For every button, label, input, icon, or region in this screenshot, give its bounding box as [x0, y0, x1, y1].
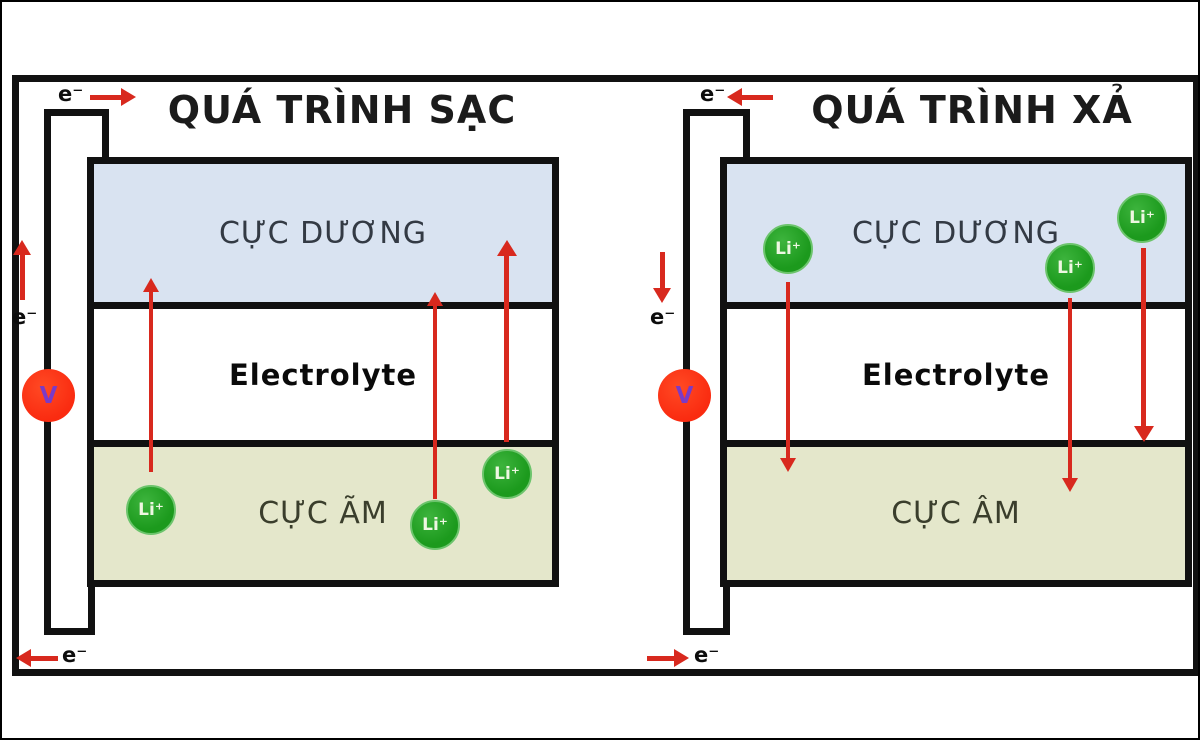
ion-flow-arrow [504, 254, 509, 442]
battery-cell: CỰC DƯƠNG Electrolyte CỰC ÂM [720, 157, 1192, 587]
circuit-wire-top [683, 109, 750, 116]
electron-label-top: e⁻ [700, 82, 726, 106]
electron-flow-arrow [90, 95, 122, 100]
electron-flow-arrow [20, 253, 25, 300]
negative-electrode-label: CỰC ÃM [258, 496, 388, 531]
discharging-title: QUÁ TRÌNH XẢ [811, 88, 1133, 132]
lithium-ion: Li⁺ [482, 449, 532, 499]
ion-flow-arrow-head [497, 240, 517, 256]
lithium-ion-label: Li⁺ [494, 464, 520, 484]
layer-divider [727, 302, 1185, 309]
electron-label-top: e⁻ [58, 82, 84, 106]
circuit-wire-top [44, 109, 109, 116]
electron-flow-arrow [30, 656, 58, 661]
electron-arrow-head [121, 88, 136, 106]
electrolyte-label: Electrolyte [861, 357, 1051, 392]
electron-arrow-head [727, 88, 742, 106]
lithium-ion-label: Li⁺ [775, 239, 801, 259]
lithium-ion: Li⁺ [1117, 193, 1167, 243]
electrolyte-label: Electrolyte [228, 357, 418, 392]
lithium-ion: Li⁺ [410, 500, 460, 550]
lithium-ion-label: Li⁺ [422, 515, 448, 535]
positive-electrode-layer: CỰC DƯƠNG [94, 164, 552, 302]
ion-flow-arrow-head [780, 458, 796, 472]
layer-divider [727, 440, 1185, 447]
voltmeter-label: V [39, 382, 58, 409]
electron-flow-arrow [741, 95, 773, 100]
outer-frame [12, 75, 1198, 676]
ion-flow-arrow [433, 304, 437, 499]
ion-flow-arrow-head [427, 292, 443, 306]
electron-label-side: e⁻ [12, 305, 38, 329]
electron-arrow-head [653, 288, 671, 303]
electron-flow-arrow [647, 656, 675, 661]
layer-divider [94, 302, 552, 309]
lithium-ion-label: Li⁺ [1129, 208, 1155, 228]
ion-flow-arrow-head [1134, 426, 1154, 442]
battery-cell: CỰC DƯƠNG Electrolyte CỰC ÃM [87, 157, 559, 587]
circuit-wire-bottom-stub [88, 581, 95, 635]
electron-label-bottom: e⁻ [62, 643, 88, 667]
ion-flow-arrow-head [1062, 478, 1078, 492]
voltmeter-label: V [675, 382, 694, 409]
electron-flow-arrow [660, 252, 665, 290]
positive-electrode-label: CỰC DƯƠNG [851, 215, 1061, 251]
circuit-wire-bottom [683, 628, 730, 635]
ion-flow-arrow [786, 282, 790, 460]
ion-flow-arrow [1141, 248, 1146, 428]
lithium-ion: Li⁺ [126, 485, 176, 535]
lithium-ion: Li⁺ [763, 224, 813, 274]
circuit-wire-bottom-stub [723, 581, 730, 635]
layer-divider [94, 440, 552, 447]
electrolyte-layer: Electrolyte [727, 309, 1185, 440]
electron-arrow-head [13, 240, 31, 255]
ion-flow-arrow-head [143, 278, 159, 292]
voltmeter: V [658, 369, 711, 422]
charging-title: QUÁ TRÌNH SẠC [167, 88, 517, 132]
voltmeter: V [22, 369, 75, 422]
circuit-wire-bottom [44, 628, 95, 635]
electron-arrow-head [674, 649, 689, 667]
negative-electrode-label: CỰC ÂM [891, 496, 1021, 531]
electron-label-bottom: e⁻ [694, 643, 720, 667]
ion-flow-arrow [1068, 298, 1072, 480]
lithium-ion-label: Li⁺ [1057, 258, 1083, 278]
ion-flow-arrow [149, 290, 153, 472]
lithium-ion: Li⁺ [1045, 243, 1095, 293]
electrolyte-layer: Electrolyte [94, 309, 552, 440]
circuit-wire-top-stub [102, 110, 109, 164]
electron-label-side: e⁻ [650, 305, 676, 329]
lithium-ion-label: Li⁺ [138, 500, 164, 520]
electron-arrow-head [16, 649, 31, 667]
circuit-wire-top-stub [743, 110, 750, 164]
negative-electrode-layer: CỰC ÂM [727, 447, 1185, 580]
positive-electrode-label: CỰC DƯƠNG [218, 215, 428, 251]
